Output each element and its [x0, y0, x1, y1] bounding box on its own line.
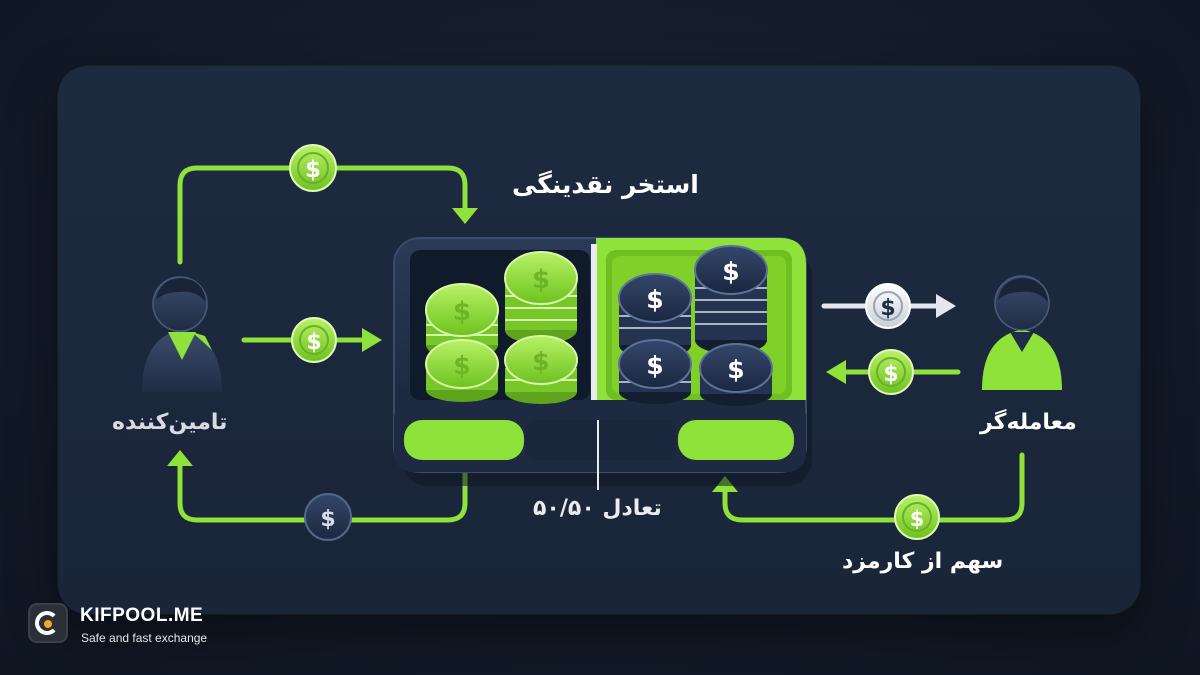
kifpool-logo-icon	[28, 603, 68, 643]
svg-text:$: $	[727, 355, 744, 384]
svg-text:$: $	[722, 257, 739, 286]
svg-text:$: $	[320, 507, 335, 532]
brand-name: KIFPOOL.ME	[80, 605, 204, 626]
navy-coin-stack: $	[618, 339, 692, 404]
svg-text:$: $	[646, 285, 663, 314]
svg-text:$: $	[532, 347, 549, 376]
svg-text:$: $	[453, 351, 470, 380]
svg-text:$: $	[883, 362, 898, 387]
dollar-coin-icon: $	[304, 493, 352, 541]
navy-coin-stack: $	[694, 245, 768, 354]
dollar-coin-icon: $	[289, 144, 337, 192]
brand-watermark: KIFPOOL.ME Safe and fast exchange	[28, 601, 218, 661]
provider-label: تامین‌کننده	[112, 410, 228, 435]
dollar-coin-icon: $	[868, 349, 914, 395]
svg-text:$: $	[910, 507, 925, 531]
svg-text:$: $	[306, 330, 321, 355]
dollar-coin-icon: $	[865, 283, 911, 329]
pool-title: استخر نقدینگی	[512, 170, 699, 199]
svg-text:$: $	[453, 297, 471, 327]
dollar-coin-icon: $	[291, 317, 337, 363]
svg-text:$: $	[305, 157, 321, 183]
green-coin-stack: $	[504, 251, 578, 344]
svg-text:$: $	[532, 265, 550, 295]
dollar-coin-icon: $	[894, 494, 940, 540]
green-coin-stack: $	[425, 339, 499, 402]
trader-label: معامله‌گر	[980, 410, 1077, 435]
svg-text:$: $	[880, 296, 895, 321]
fee-share-label: سهم از کارمزد	[842, 549, 1004, 574]
provider-person-icon	[142, 276, 222, 392]
balance-label: تعادل ۵۰/۵۰	[533, 496, 662, 521]
navy-coin-stack: $	[699, 343, 773, 406]
svg-text:$: $	[646, 351, 663, 380]
green-coin-stack: $	[504, 335, 578, 404]
brand-tagline: Safe and fast exchange	[81, 631, 208, 645]
trader-person-icon	[982, 275, 1062, 390]
